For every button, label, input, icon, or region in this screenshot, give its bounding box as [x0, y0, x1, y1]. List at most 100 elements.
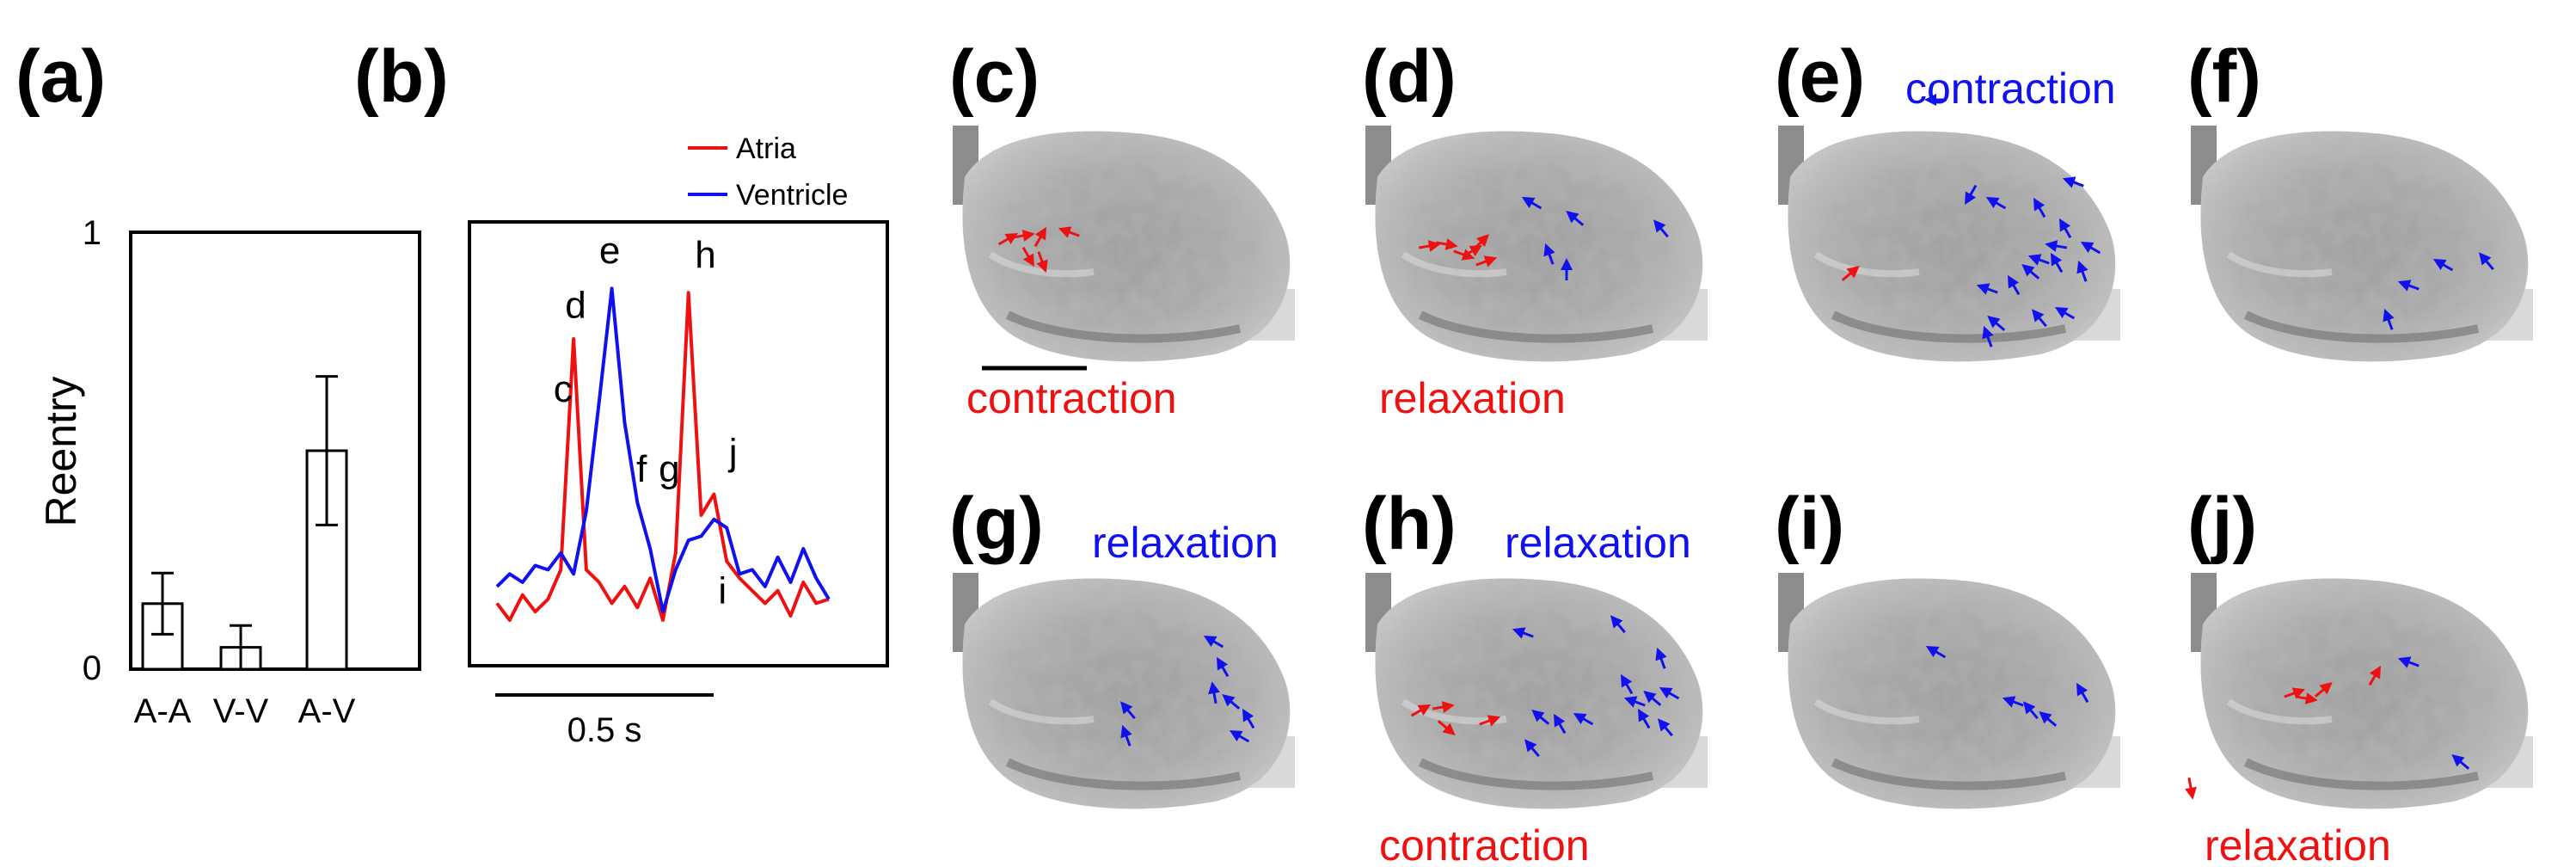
- chart-b-frame: [468, 220, 889, 667]
- legend-atria-label: Atria: [736, 132, 796, 165]
- image-panel-j: (j)relaxation: [2185, 483, 2533, 867]
- motion-vector: [1965, 184, 1978, 206]
- panel-label-d: (d): [1362, 35, 1457, 118]
- motion-vector: [1655, 647, 1667, 669]
- panel-label-g: (g): [949, 483, 1044, 565]
- motion-vector: [1453, 249, 1475, 261]
- motion-vector: [1058, 226, 1080, 238]
- motion-vector: [2397, 280, 2420, 292]
- motion-vector: [1521, 197, 1543, 210]
- peak-label-e: e: [599, 230, 620, 272]
- motion-vector: [1120, 701, 1136, 720]
- motion-vector: [1229, 730, 1250, 743]
- chart-a-xtick-aa: A-A: [134, 692, 192, 730]
- motion-vector: [1012, 230, 1035, 242]
- motion-vector: [2479, 252, 2494, 271]
- motion-vector: [2080, 242, 2101, 255]
- motion-vector: [2284, 687, 2306, 699]
- motion-vector: [2314, 682, 2333, 698]
- reentry-bar-chart: 1 0 Reentry A-A V-V A-V: [37, 214, 421, 730]
- motion-vector: [1638, 708, 1651, 729]
- peak-label-j: j: [727, 431, 738, 473]
- panel-label-b: (b): [354, 35, 449, 118]
- panel-label-a: (a): [15, 35, 106, 118]
- motion-vector: [1242, 708, 1255, 729]
- annotation-relaxation: relaxation: [2205, 821, 2391, 867]
- motion-vector: [2054, 307, 2076, 320]
- motion-vector: [1033, 226, 1046, 248]
- motion-vector: [1410, 704, 1432, 717]
- motion-vector: [2027, 254, 2050, 266]
- motion-vector: [1437, 720, 1456, 735]
- image-panel-e: (e)contraction: [1775, 35, 2120, 362]
- motion-vector: [2002, 696, 2024, 708]
- motion-vector: [1985, 197, 2007, 210]
- motion-vector: [1623, 696, 1646, 708]
- motion-vector: [1435, 238, 1458, 250]
- motion-vector: [1659, 687, 1680, 700]
- image-panel-i: (i): [1775, 483, 2120, 809]
- motion-vector: [1925, 646, 1947, 659]
- motion-vector: [2076, 260, 2088, 282]
- motion-vector: [1924, 94, 1947, 106]
- motion-vector: [1203, 636, 1224, 649]
- motion-vector: [2051, 252, 2064, 274]
- peak-label-f: f: [636, 448, 647, 490]
- motion-vector: [1621, 673, 1634, 695]
- motion-vector: [2032, 309, 2047, 328]
- motion-vector: [2023, 701, 2039, 720]
- annotation-relaxation: relaxation: [1092, 519, 1279, 567]
- motion-vector: [1643, 691, 1662, 706]
- motion-vector: [1573, 713, 1594, 726]
- motion-vector: [1021, 246, 1034, 267]
- image-panels: (c)contraction (d) relaxation (e)contractio…: [949, 35, 2533, 867]
- peak-label-g: g: [659, 448, 679, 490]
- chart-a-xtick-av: A-V: [298, 692, 356, 730]
- motion-vector: [1208, 681, 1220, 704]
- motion-vector: [1658, 718, 1673, 737]
- motion-vector: [2451, 754, 2470, 770]
- motion-vector: [1531, 710, 1550, 725]
- chart-a-frame: [129, 231, 421, 671]
- heart-image: [2191, 126, 2533, 362]
- motion-vector: [1512, 627, 1534, 639]
- motion-vector: [1561, 258, 1573, 280]
- motion-vector: [2039, 711, 2058, 727]
- chart-a-ylabel: Reentry: [37, 376, 85, 526]
- motion-vector: [2076, 682, 2089, 704]
- panel-label-i: (i): [1775, 483, 1844, 565]
- motion-vector: [1475, 255, 1498, 267]
- annotation-contraction: contraction: [966, 374, 1177, 422]
- peak-label-c: c: [554, 368, 573, 410]
- panel-label-f: (f): [2187, 35, 2261, 118]
- motion-vector: [2432, 259, 2454, 272]
- motion-vector: [1554, 713, 1567, 735]
- annotation-relaxation: relaxation: [1505, 519, 1691, 567]
- motion-vector: [1610, 615, 1626, 634]
- legend-ventricle-label: Ventricle: [736, 179, 848, 212]
- annotation-contraction: contraction: [1905, 65, 2116, 113]
- motion-vector: [1432, 701, 1455, 713]
- motion-vector: [2008, 274, 2021, 296]
- panel-label-h: (h): [1362, 483, 1457, 565]
- chart-a-ytick-bottom: 0: [83, 649, 101, 687]
- heart-image: [1778, 573, 2120, 809]
- motion-vector: [1653, 219, 1669, 238]
- image-panel-c: (c)contraction: [949, 35, 1295, 422]
- chart-a-ytick-top: 1: [83, 214, 101, 252]
- chart-a-xtick-vv: V-V: [213, 692, 269, 730]
- motion-vector: [2062, 176, 2084, 188]
- annotation-relaxation: relaxation: [1379, 374, 1566, 422]
- motion-vector: [1982, 325, 1994, 347]
- motion-vector: [2185, 777, 2197, 800]
- motion-vector: [1524, 739, 1540, 758]
- ventricle-trace: [495, 286, 831, 614]
- motion-vector: [2383, 308, 2395, 330]
- motion-vector: [1841, 266, 1860, 281]
- motion-vector: [2045, 240, 2068, 252]
- motion-vector: [2059, 218, 2072, 239]
- motion-vector: [1566, 211, 1585, 226]
